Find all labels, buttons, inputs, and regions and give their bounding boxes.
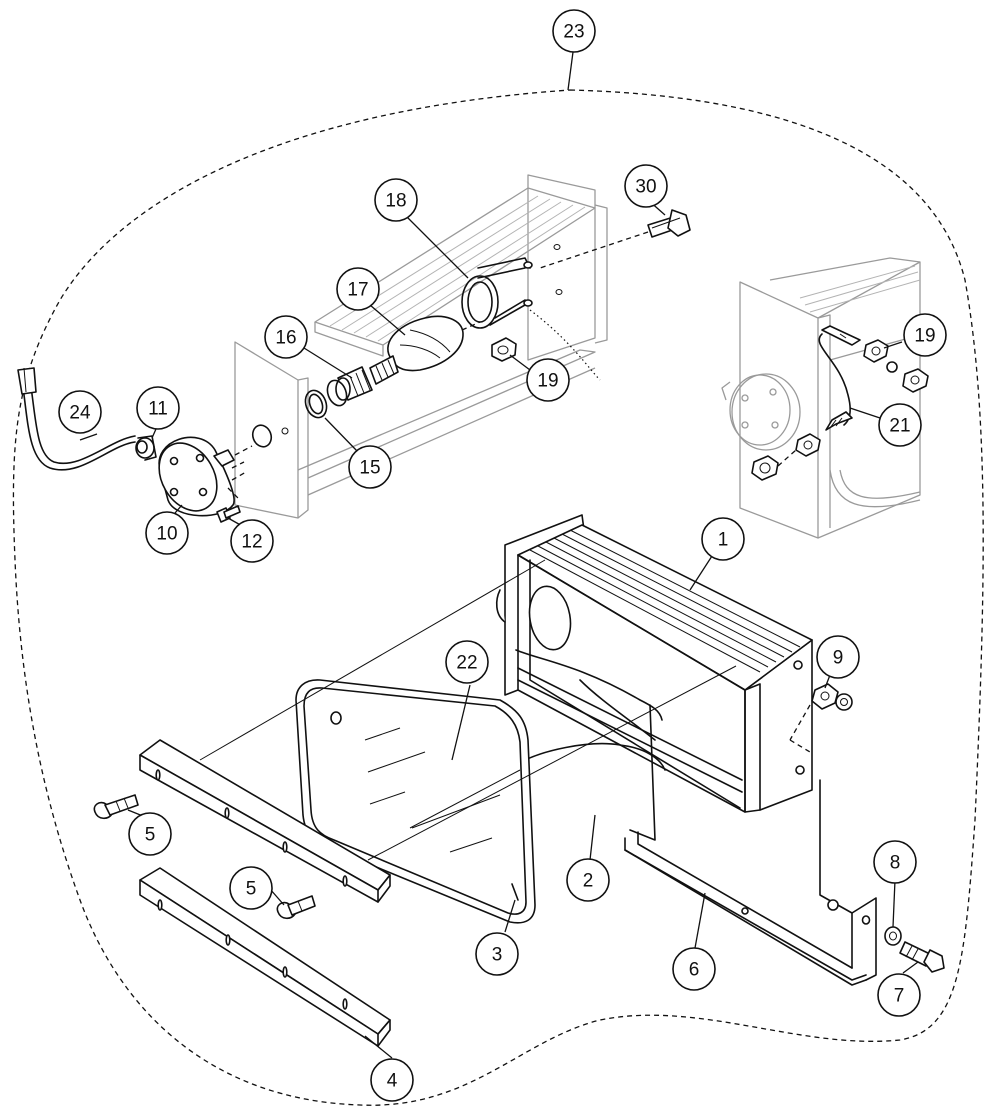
callout-5-upper: 5 [128,812,172,856]
callout-2-label: 2 [583,871,594,892]
callout-5-lower-label: 5 [246,879,257,900]
callout-3-label: 3 [492,945,503,966]
cord-24 [17,367,136,471]
callout-18: 18 [374,178,418,222]
callout-9: 9 [816,635,860,679]
callout-10: 10 [145,511,189,555]
callout-17: 17 [336,267,380,311]
callout-21-label: 21 [889,416,910,437]
callout-21: 21 [878,403,922,447]
callout-15-label: 15 [359,458,380,479]
callout-12-label: 12 [241,532,262,553]
callout-4-label: 4 [387,1071,398,1092]
callout-30-label: 30 [635,177,656,198]
gasket-22-and-lens-3 [295,679,536,924]
callout-17-label: 17 [347,280,368,301]
callout-24: 24 [58,390,102,434]
callout-22: 22 [445,640,489,684]
callout-1-label: 1 [718,530,729,551]
o-ring-15 [304,379,348,419]
callout-3: 3 [475,932,519,976]
bolt-7 [899,941,945,973]
screw-12 [216,505,241,523]
callout-8-label: 8 [890,853,901,874]
callout-5-upper-label: 5 [145,825,156,846]
uv-lamp-17 [369,315,481,385]
end-cap-10 [158,436,253,517]
screws-5 [93,794,316,920]
purifier-detail-ghost [721,257,921,539]
callout-15: 15 [348,445,392,489]
assembly-lines [199,559,737,861]
callout-30: 30 [624,164,668,208]
callout-9-label: 9 [833,648,844,669]
ground-wire-21 [818,325,861,431]
angle-bar-upper [139,739,391,903]
callout-6-label: 6 [689,960,700,981]
kit-boundary-outline [12,89,984,1106]
angle-bar-4 [139,867,391,1047]
nut-19-right [751,339,929,481]
grommet-11 [135,435,157,461]
callout-23: 23 [552,9,596,53]
mounting-bracket-6 [624,779,877,986]
callout-5-lower: 5 [229,866,273,910]
callout-16: 16 [264,315,308,359]
callout-22-label: 22 [456,653,477,674]
callout-6: 6 [672,947,716,991]
callout-19-left-label: 19 [537,371,558,392]
callout-19-right: 19 [903,313,947,357]
callout-23-label: 23 [563,22,584,43]
callout-1: 1 [701,517,745,561]
lamp-clip-18 [461,257,601,381]
nut-washer-9 [789,683,853,753]
callout-4: 4 [370,1058,414,1102]
bolt-30 [539,209,691,269]
plate-o-ring [251,424,273,448]
callout-11: 11 [136,386,180,430]
callout-18-label: 18 [385,191,406,212]
callout-7: 7 [877,973,921,1017]
callout-10-label: 10 [156,524,177,545]
callout-7-label: 7 [894,986,905,1007]
callout-19-right-label: 19 [914,326,935,347]
callout-12: 12 [230,519,274,563]
callout-2: 2 [566,858,610,902]
callout-16-label: 16 [275,328,296,349]
fin-assembly-1 [495,514,813,813]
callout-11-label: 11 [148,399,168,420]
callout-19-left: 19 [526,358,570,402]
callout-24-label: 24 [69,403,91,424]
callout-8: 8 [873,840,917,884]
washer-8 [884,926,902,946]
